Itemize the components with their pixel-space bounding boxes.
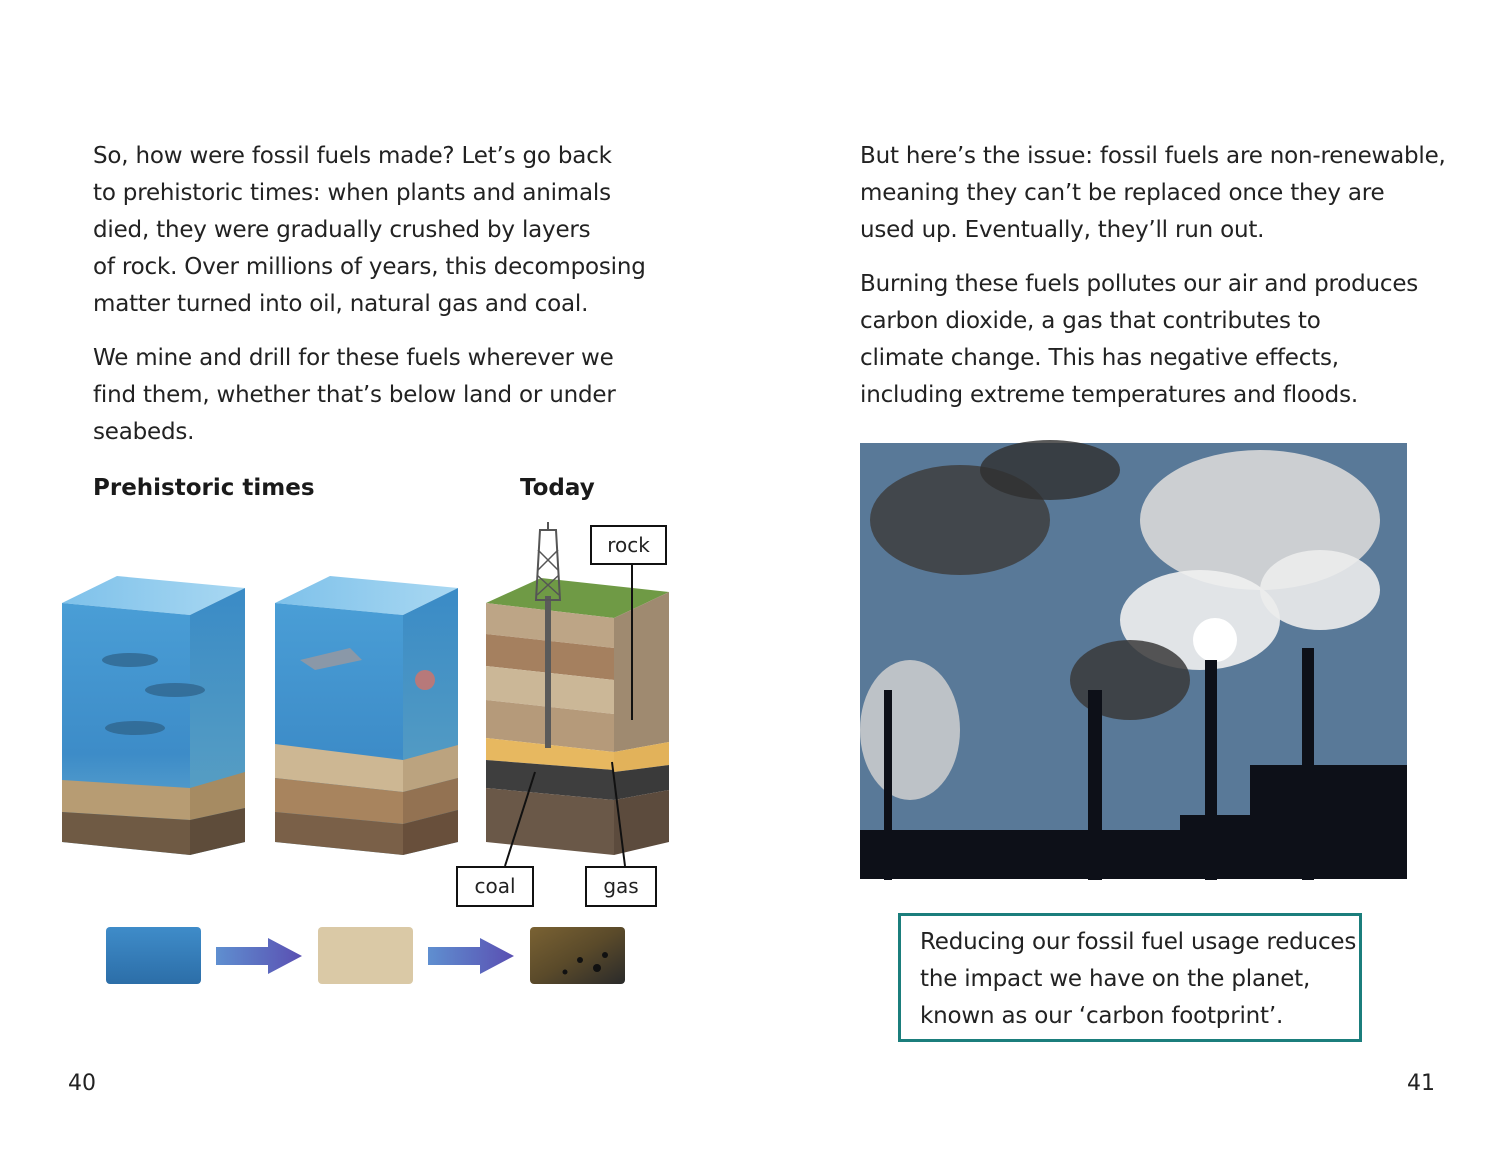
page-number-left: 40	[68, 1071, 96, 1096]
page-number-right: 41	[1407, 1071, 1435, 1096]
mining-paragraph: We mine and drill for these fuels wherev…	[93, 345, 616, 445]
thumbnail-fossils	[318, 927, 413, 984]
heading-prehistoric-times: Prehistoric times	[93, 475, 315, 501]
pollution-paragraph: Burning these fuels pollutes our air and…	[860, 271, 1419, 408]
label-coal: coal	[456, 866, 534, 907]
heading-today: Today	[520, 475, 595, 501]
issue-paragraph: But here’s the issue: fossil fuels are n…	[860, 143, 1446, 243]
label-rock: rock	[590, 525, 667, 565]
power-station-photo	[860, 440, 1407, 880]
thumbnail-oil-coal	[530, 927, 625, 984]
prehistoric-sea-block-1	[62, 576, 245, 855]
carbon-footprint-callout: Reducing our fossil fuel usage reduces t…	[898, 913, 1362, 1042]
label-gas: gas	[585, 866, 657, 907]
prehistoric-sea-block-2	[275, 576, 458, 855]
intro-paragraph: So, how were fossil fuels made? Let’s go…	[93, 143, 646, 317]
thumbnail-sea-creatures	[106, 927, 201, 984]
gas-leader-line	[611, 761, 626, 867]
today-rock-block	[486, 522, 669, 855]
arrow-icon	[216, 938, 302, 974]
coal-leader-line	[504, 771, 536, 867]
arrow-icon	[428, 938, 514, 974]
